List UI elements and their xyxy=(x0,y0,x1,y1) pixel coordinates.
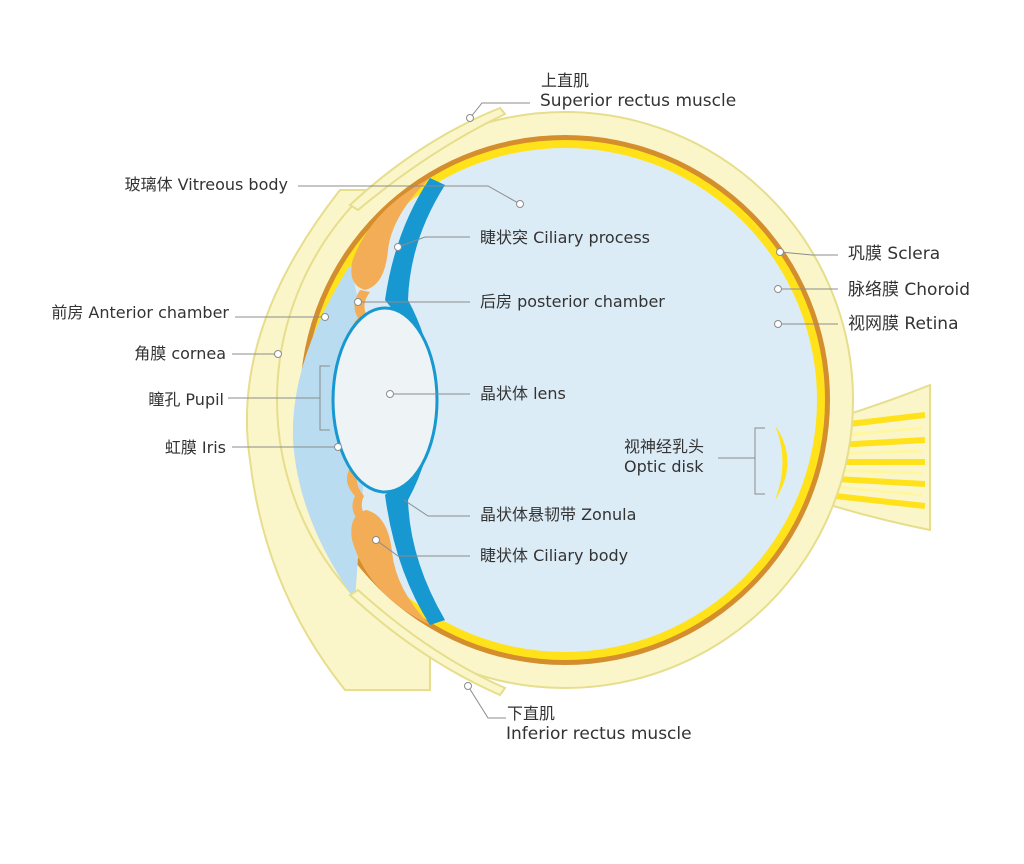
lens xyxy=(331,306,439,494)
leader-lines xyxy=(228,102,838,719)
label-posterior-chamber: 后房 posterior chamber xyxy=(480,292,665,311)
optic-nerve-fibers-light xyxy=(789,426,923,497)
optic-disk xyxy=(775,425,788,500)
leader-ciliary-process xyxy=(397,236,470,248)
label-cornea: 角膜 cornea xyxy=(134,344,226,363)
superior-rectus-muscle xyxy=(348,106,507,212)
dot-vitreous-body xyxy=(516,200,524,208)
dot-choroid xyxy=(774,285,782,293)
optic-disk-bracket xyxy=(754,427,765,495)
leader-zonula xyxy=(403,499,470,517)
ciliary-body-upper xyxy=(351,178,430,290)
leader-superior-rectus xyxy=(469,102,530,119)
label-choroid: 脉络膜 Choroid xyxy=(848,280,970,300)
dot-ciliary-body xyxy=(372,536,380,544)
label-sclera: 巩膜 Sclera xyxy=(848,244,940,264)
label-pupil: 瞳孔 Pupil xyxy=(148,390,224,409)
vitreous-body xyxy=(313,148,817,652)
label-superior-rectus-zh: 上直肌 xyxy=(541,71,589,90)
leader-vitreous-body xyxy=(298,185,521,205)
dot-inferior-rectus xyxy=(464,682,472,690)
leader-inferior-rectus xyxy=(467,685,506,719)
zonula xyxy=(385,178,445,625)
dot-cornea xyxy=(274,350,282,358)
label-inferior-rectus-en: Inferior rectus muscle xyxy=(506,724,692,744)
label-iris: 虹膜 Iris xyxy=(165,438,226,457)
dot-posterior-chamber xyxy=(354,298,362,306)
dot-ciliary-process xyxy=(394,243,402,251)
inferior-rectus-muscle xyxy=(348,588,507,697)
ciliary-body-lower xyxy=(351,510,430,625)
label-optic-disk-en: Optic disk xyxy=(624,457,704,476)
pupil-bracket xyxy=(319,365,330,431)
leader-sclera xyxy=(779,251,838,256)
label-lens: 晶状体 lens xyxy=(480,384,566,403)
label-anterior-chamber: 前房 Anterior chamber xyxy=(51,303,229,322)
optic-nerve-fibers xyxy=(781,412,926,509)
label-retina: 视网膜 Retina xyxy=(848,314,959,334)
label-inferior-rectus-zh: 下直肌 xyxy=(507,704,555,723)
label-vitreous-body: 玻璃体 Vitreous body xyxy=(125,175,288,194)
leader-ciliary-body xyxy=(375,539,470,557)
label-zonula: 晶状体悬韧带 Zonula xyxy=(480,505,636,524)
label-ciliary-process: 睫状突 Ciliary process xyxy=(480,228,650,247)
label-optic-disk-zh: 视神经乳头 xyxy=(624,437,704,456)
label-ciliary-body: 睫状体 Ciliary body xyxy=(480,546,628,565)
labels: 上直肌 Superior rectus muscle 玻璃体 Vitreous … xyxy=(51,71,970,744)
dot-superior-rectus xyxy=(466,114,474,122)
dot-anterior-chamber xyxy=(321,313,329,321)
dot-retina xyxy=(774,320,782,328)
label-superior-rectus-en: Superior rectus muscle xyxy=(540,91,736,111)
dot-sclera xyxy=(776,248,784,256)
dot-iris xyxy=(334,443,342,451)
dot-lens xyxy=(386,390,394,398)
